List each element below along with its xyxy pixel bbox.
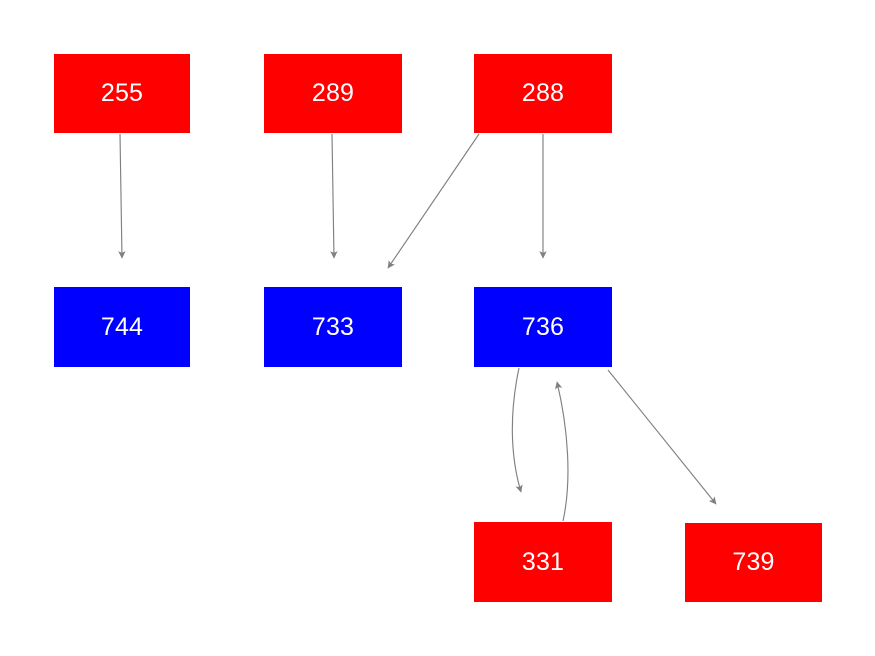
- graph-node-733[interactable]: 733: [264, 287, 402, 367]
- node-label: 736: [521, 312, 565, 341]
- graph-node-744[interactable]: 744: [54, 287, 190, 367]
- node-label: 739: [732, 548, 775, 576]
- node-label: 733: [311, 312, 355, 341]
- node-label: 255: [100, 79, 144, 107]
- graph-node-255[interactable]: 255: [54, 54, 190, 133]
- edge-paths: [118, 133, 717, 522]
- graph-node-739[interactable]: 739: [685, 523, 822, 602]
- node-label: 289: [311, 79, 355, 107]
- graph-edge-331-to-736: [554, 381, 569, 522]
- node-label: 331: [521, 547, 565, 576]
- graph-edge-736-to-739: [607, 369, 717, 505]
- graph-node-736[interactable]: 736: [474, 287, 612, 367]
- graph-node-331[interactable]: 331: [474, 522, 612, 602]
- graph-edge-288-to-733: [387, 133, 480, 269]
- node-label: 288: [521, 79, 565, 107]
- graph-edge-736-to-331: [511, 367, 523, 493]
- graph-edge-289-to-733: [330, 133, 338, 259]
- graph-edge-255-to-744: [118, 133, 126, 259]
- graph-node-288[interactable]: 288: [474, 54, 612, 133]
- graph-node-289[interactable]: 289: [264, 54, 402, 133]
- node-label: 744: [100, 312, 144, 341]
